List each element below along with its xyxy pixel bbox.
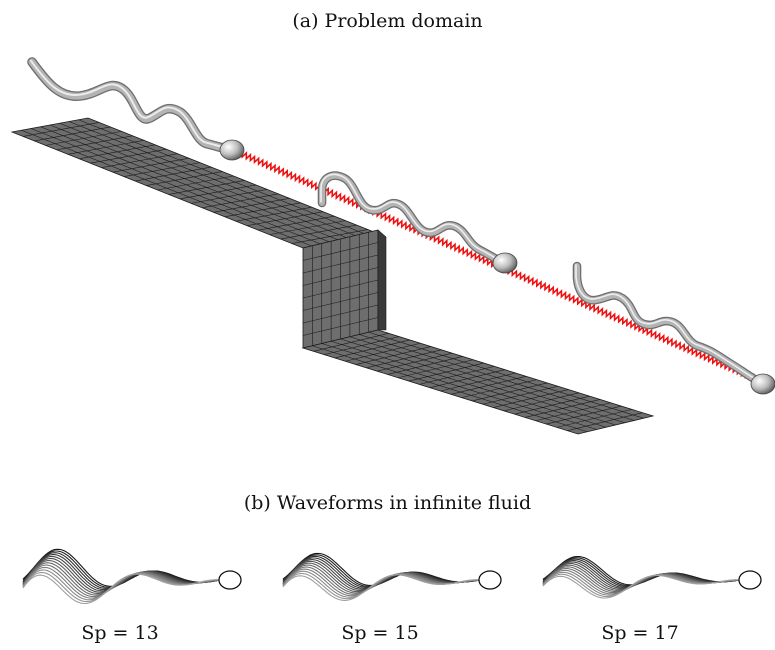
mesh-line <box>359 334 635 421</box>
mesh-line <box>30 128 323 245</box>
waveform-curve <box>22 571 220 603</box>
waveform-curve <box>542 573 740 598</box>
flagellum-1-highlight <box>30 59 228 149</box>
flagellum-2-highlight <box>320 173 500 261</box>
mesh-line <box>331 340 607 428</box>
mesh-line <box>68 121 361 238</box>
sp-label-13: Sp = 13 <box>81 622 159 644</box>
cell-head-1 <box>219 139 245 161</box>
waveform-curve <box>22 562 220 596</box>
flagellum-3-highlight <box>575 263 756 380</box>
cell-head-outline <box>478 570 502 590</box>
waveform-panel-sp17: Sp = 17 <box>525 528 775 648</box>
waveform-plot-sp17 <box>542 555 762 599</box>
swimmer-chain <box>27 57 775 395</box>
waveform-curve <box>22 573 220 605</box>
waveform-panel-sp15: Sp = 15 <box>265 528 515 648</box>
mesh-line <box>349 336 625 424</box>
mesh-line <box>312 345 588 433</box>
sp-label-17: Sp = 17 <box>601 622 679 644</box>
mesh-line <box>21 129 313 247</box>
waveform-plot-sp13 <box>22 548 242 605</box>
mesh-line <box>340 338 616 426</box>
problem-domain-figure <box>10 57 775 435</box>
mesh-line <box>321 343 597 430</box>
mesh-line <box>40 126 332 244</box>
waveform-curve <box>282 572 480 600</box>
sp-label-15: Sp = 15 <box>341 622 419 644</box>
waveform-curve <box>282 564 480 594</box>
waveform-curve <box>542 574 740 599</box>
cell-head-outline <box>738 570 762 590</box>
waveform-plot-sp15 <box>282 552 502 601</box>
cell-head-outline <box>218 570 242 590</box>
mesh-line <box>78 119 370 237</box>
waveform-curve <box>282 574 480 601</box>
caption-waveforms: (b) Waveforms in infinite fluid <box>243 492 532 514</box>
step-wall-mesh <box>10 117 655 435</box>
cell-head-2 <box>492 252 518 274</box>
step-side-edge <box>377 229 387 331</box>
mesh-line <box>59 122 351 240</box>
mesh-line <box>49 124 342 242</box>
waveform-panel-sp13: Sp = 13 <box>5 528 255 648</box>
cell-head-3 <box>750 373 775 395</box>
mesh-line <box>368 331 644 419</box>
caption-problem-domain: (a) Problem domain <box>292 10 483 32</box>
